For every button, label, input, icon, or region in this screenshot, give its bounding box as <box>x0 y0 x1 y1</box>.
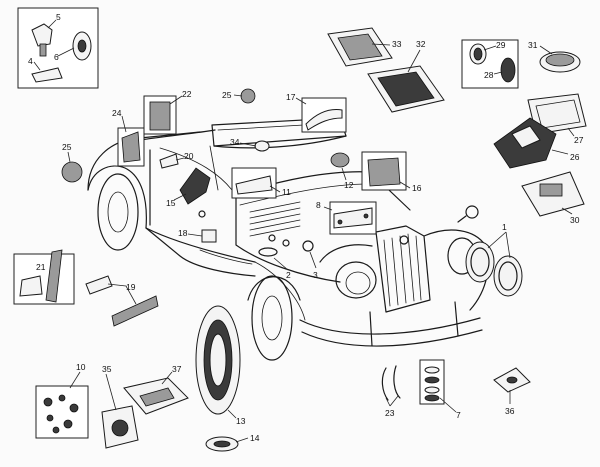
callout-19: 19 <box>126 282 136 292</box>
part-35-plate <box>101 405 139 449</box>
callout-20: 20 <box>184 151 194 161</box>
part-23-clip-a <box>381 367 389 401</box>
callout-labels: 5 6 4 22 24 25 25 20 15 18 34 17 11 12 1… <box>28 12 584 443</box>
callout-21: 21 <box>36 262 46 272</box>
callout-25-top: 25 <box>222 90 232 100</box>
callout-15: 15 <box>166 198 176 208</box>
part-13-tire <box>195 305 241 415</box>
callout-13: 13 <box>236 416 246 426</box>
part-19-bracket <box>85 275 113 295</box>
part-box-10 <box>35 385 89 439</box>
callout-28: 28 <box>484 70 494 80</box>
callout-12: 12 <box>344 180 354 190</box>
callout-29: 29 <box>496 40 506 50</box>
callout-1: 1 <box>502 222 507 232</box>
part-28-seal <box>500 57 516 83</box>
part-11-strip <box>235 175 273 195</box>
callout-4: 4 <box>28 56 33 66</box>
callout-32: 32 <box>416 39 426 49</box>
callout-2: 2 <box>286 270 291 280</box>
callout-18: 18 <box>178 228 188 238</box>
callout-24: 24 <box>112 108 122 118</box>
callout-22: 22 <box>182 89 192 99</box>
part-8-rail <box>333 207 373 229</box>
part-16-panel <box>367 157 401 187</box>
callout-10: 10 <box>76 362 86 372</box>
callout-33: 33 <box>392 39 402 49</box>
callout-27: 27 <box>574 135 584 145</box>
part-12-lens <box>330 152 350 168</box>
part-18-block <box>201 229 217 243</box>
part-14-tube <box>205 436 239 452</box>
part-15-bracket <box>179 167 211 205</box>
part-22-panel <box>149 101 171 131</box>
callout-5: 5 <box>56 12 61 22</box>
part-24-trim <box>121 131 141 163</box>
part-21-pad <box>19 275 43 297</box>
callout-14: 14 <box>250 433 260 443</box>
leader-lines <box>33 19 575 443</box>
part-20-clip <box>159 153 179 169</box>
part-25-top-button <box>240 88 256 104</box>
callout-37: 37 <box>172 364 182 374</box>
part-17-seal <box>305 109 343 131</box>
callout-26: 26 <box>570 152 580 162</box>
callout-35: 35 <box>102 364 112 374</box>
part-4-plate <box>31 67 63 83</box>
car-illustration <box>87 117 489 361</box>
part-6-disc <box>72 31 92 61</box>
callout-34: 34 <box>230 137 240 147</box>
part-25-left-button <box>61 161 83 183</box>
callout-23: 23 <box>385 408 395 418</box>
callout-11: 11 <box>282 187 291 197</box>
callout-7: 7 <box>456 410 461 420</box>
part-5-knob <box>31 23 53 57</box>
part-19-rail <box>111 295 159 327</box>
callout-30: 30 <box>570 215 580 225</box>
callout-16: 16 <box>412 183 422 193</box>
part-21-strip <box>45 249 63 303</box>
callout-17: 17 <box>286 92 296 102</box>
callout-36: 36 <box>505 406 515 416</box>
callout-31: 31 <box>528 40 538 50</box>
callout-6: 6 <box>54 52 59 62</box>
callout-8: 8 <box>316 200 321 210</box>
callout-25-left: 25 <box>62 142 72 152</box>
part-34-grommet <box>254 140 270 152</box>
callout-3: 3 <box>313 270 318 280</box>
part-23-clip-b <box>393 365 401 399</box>
